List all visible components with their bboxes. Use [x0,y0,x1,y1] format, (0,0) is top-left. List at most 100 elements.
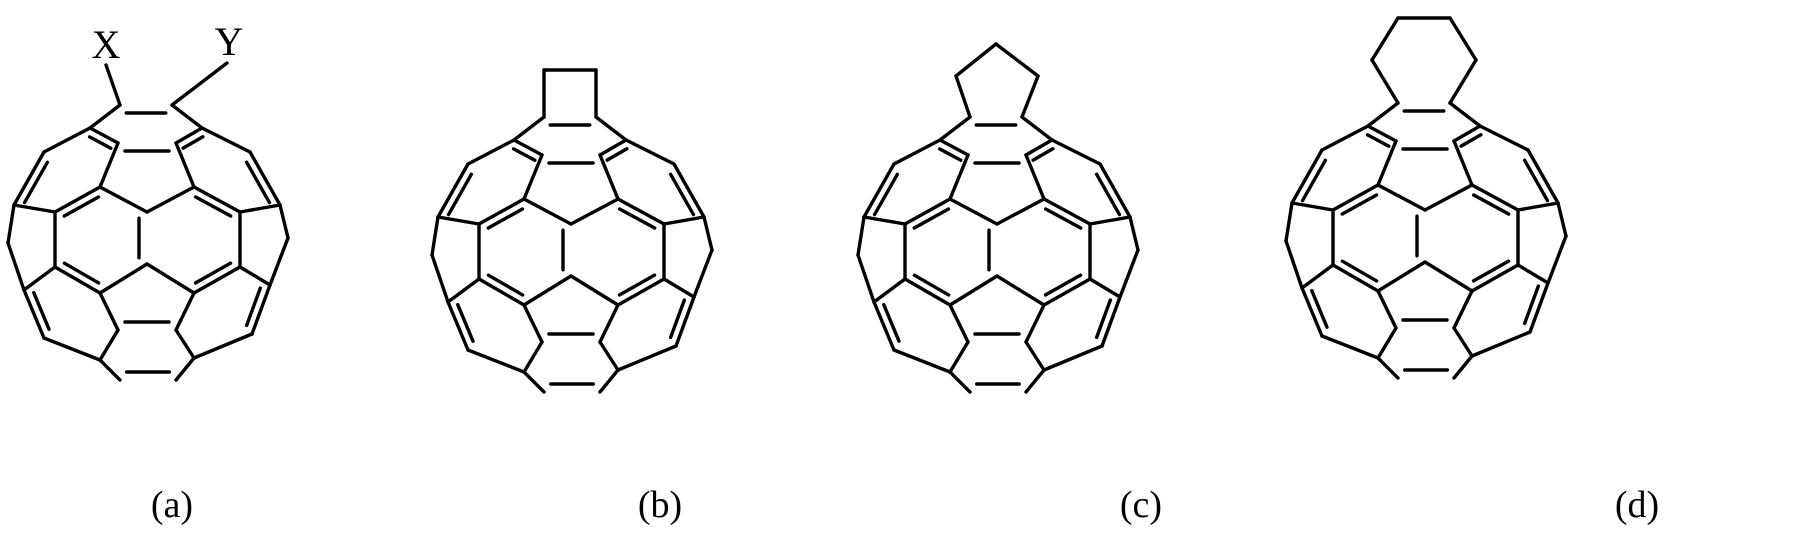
bond [238,203,282,214]
bond [22,288,46,340]
bond [1320,124,1370,152]
ring-bond [1448,16,1478,62]
bond [1452,124,1482,143]
bond [1100,295,1122,348]
bond [892,138,942,166]
bond [598,138,628,157]
label-b: (b) [638,484,682,526]
double-bond-line [668,172,696,217]
label-a: (a) [151,484,193,526]
bond [466,138,516,166]
bond [42,336,102,362]
double-bond-line [62,261,101,285]
bond [1546,234,1568,285]
bond [1024,368,1046,394]
bond [598,368,620,394]
bond [192,332,254,360]
bond [522,197,573,226]
bond [1448,101,1482,128]
bond [1042,277,1092,307]
bond [238,265,272,287]
bond [1024,138,1054,157]
bond [248,150,282,207]
double-bond-line [244,160,272,205]
bond [1452,354,1474,380]
bond [512,115,546,142]
double-bond-line [605,147,629,162]
double-bond-line [193,261,233,285]
bond [1376,326,1398,360]
bond [1024,153,1046,201]
bond [662,277,696,299]
double-bond-line [872,172,900,217]
bond [477,277,526,307]
bond [948,303,970,344]
bond [53,185,102,214]
double-bond-line [1365,133,1391,148]
bond [948,197,999,226]
ring-bond [954,74,972,119]
bond [446,277,481,304]
bond [192,185,242,214]
bond [1376,289,1398,330]
double-bond-line [32,290,51,331]
bond [12,150,46,207]
bond [1320,334,1380,360]
bond [1290,201,1335,212]
bond [6,203,16,245]
fullerene-d [1284,16,1568,380]
bond [174,126,204,145]
bond [1516,263,1550,285]
bond [672,162,706,219]
bond [466,348,526,374]
bond [436,162,470,219]
double-bond-line [882,302,901,343]
bond [1331,263,1380,293]
bond [250,283,272,336]
double-bond-line [912,207,951,230]
bond [98,185,149,214]
bond [598,340,620,372]
bond [616,277,666,307]
bond [1470,263,1520,293]
bond [268,236,290,287]
bond [88,103,122,130]
bond [674,295,696,348]
bond [938,138,970,157]
double-bond-line [193,195,233,218]
double-bond-line [1471,259,1511,283]
bond [1470,183,1520,212]
bond [624,138,676,166]
bond [1366,124,1398,143]
bond [522,303,544,344]
bond [598,303,620,344]
bond [872,277,907,304]
double-bond-line [1300,158,1328,203]
bond [1376,183,1427,212]
double-bond-line [1043,207,1083,230]
bond [862,162,896,219]
ring-bond [1370,58,1400,105]
bond [1284,201,1294,243]
bond [598,153,620,201]
double-bond-line [87,135,113,150]
bond [174,141,196,189]
bond [1284,239,1304,290]
bond [1331,183,1380,212]
bond [948,274,999,307]
bond [1300,263,1335,290]
bond [594,115,628,142]
bond [1526,148,1560,205]
double-bond-line [1522,284,1541,326]
bond [1423,260,1474,293]
bond [1088,215,1132,226]
double-bond-line [511,147,537,162]
bond [522,153,544,201]
double-bond-line [1340,259,1379,283]
bond [1376,356,1400,380]
bond [145,262,196,295]
double-bond-line [912,273,951,297]
bond [145,185,196,214]
bond [278,203,290,240]
